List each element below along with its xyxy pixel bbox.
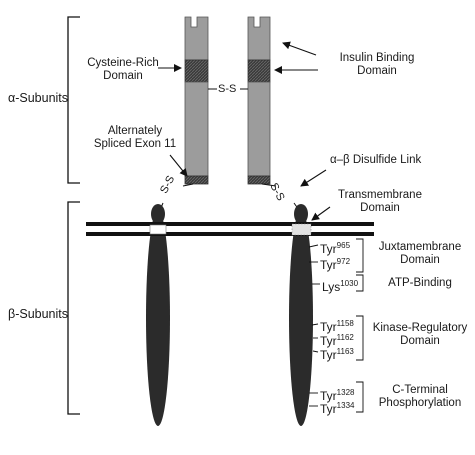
residue-number: 1158 — [336, 319, 354, 328]
residue-number: 1334 — [336, 401, 355, 410]
alt-spliced-label: Alternately Spliced Exon 11 — [80, 125, 190, 151]
residue-name: Tyr — [320, 348, 337, 362]
residue-number: 1163 — [336, 347, 354, 356]
arrow-disulfide-link — [300, 169, 327, 187]
residue-label: Tyr1163 — [320, 346, 354, 361]
alpha-subunits-label: α-Subunits — [8, 91, 69, 105]
residue-number: 965 — [336, 241, 351, 250]
cysteine-rich-line1: Cysteine-Rich — [87, 57, 159, 69]
kinase-regulatory-line1: Kinase-Regulatory — [372, 322, 468, 334]
residue-label: Tyr965 — [320, 240, 350, 255]
residue-label: Tyr1162 — [320, 332, 354, 347]
insulin-binding-line1: Insulin Binding — [339, 52, 415, 64]
bracket-juxtamembrane — [356, 238, 364, 273]
cysteine-rich-label: Cysteine-Rich Domain — [82, 57, 164, 83]
residue-name: Tyr — [320, 242, 337, 256]
kinase-regulatory-label: Kinase-Regulatory Domain — [367, 322, 473, 348]
insulin-binding-line2: Domain — [357, 65, 397, 77]
atp-binding-label: ATP-Binding — [388, 277, 452, 289]
exon11-left — [184, 175, 209, 185]
cys-domain-right — [247, 59, 271, 83]
cysteine-rich-line2: Domain — [103, 70, 143, 82]
transmembrane-line2: Domain — [360, 202, 400, 214]
residue-label: Tyr1328 — [320, 387, 354, 402]
residue-name: Tyr — [320, 334, 337, 348]
alt-spliced-line2: Spliced Exon 11 — [93, 138, 177, 150]
residue-name: Tyr — [320, 320, 337, 334]
residue-number: 1030 — [340, 279, 359, 288]
membrane — [86, 222, 374, 236]
tm-segment-right — [291, 223, 312, 236]
residue-number: 972 — [336, 257, 351, 266]
bracket-cterminal — [356, 381, 364, 413]
residue-label: Tyr1334 — [320, 400, 354, 415]
transmembrane-line1: Transmembrane — [338, 189, 422, 201]
alpha-bracket — [67, 16, 80, 184]
residue-label: Tyr1158 — [320, 318, 354, 333]
residue-name: Tyr — [320, 402, 337, 416]
c-terminal-line1: C-Terminal — [392, 384, 448, 396]
residue-number: 1162 — [336, 333, 354, 342]
arrow-insulin-binding — [282, 41, 317, 56]
cys-domain-left — [184, 59, 209, 83]
alpha-chain-right — [247, 16, 271, 185]
bracket-atp — [356, 274, 364, 292]
juxtamembrane-line1: Juxtamembrane — [378, 241, 462, 253]
residue-name: Lys — [322, 280, 341, 294]
exon11-right — [247, 175, 271, 185]
transmembrane-label: Transmembrane Domain — [330, 189, 430, 215]
disulfide-link-label: α–β Disulfide Link — [330, 154, 422, 166]
alt-spliced-line1: Alternately — [107, 125, 163, 137]
residue-name: Tyr — [320, 389, 337, 403]
c-terminal-label: C-Terminal Phosphorylation — [367, 384, 473, 410]
beta-chain-left — [146, 210, 170, 426]
beta-subunits-label: β-Subunits — [8, 307, 68, 321]
tm-segment-left — [149, 224, 167, 235]
juxtamembrane-label: Juxtamembrane Domain — [370, 241, 470, 267]
residue-label: Tyr972 — [320, 256, 350, 271]
bracket-kinase — [356, 315, 364, 361]
beta-bracket — [67, 201, 80, 415]
kinase-regulatory-line2: Domain — [400, 335, 440, 347]
residue-name: Tyr — [320, 258, 337, 272]
residue-label: Lys1030 — [322, 278, 358, 293]
beta-chain-right — [289, 210, 313, 426]
juxtamembrane-line2: Domain — [400, 254, 440, 266]
arrow-exon11 — [169, 154, 188, 177]
c-terminal-line2: Phosphorylation — [378, 397, 462, 409]
alpha-chain-left — [184, 16, 209, 185]
arrow-transmembrane — [311, 206, 331, 221]
insulin-binding-label: Insulin Binding Domain — [322, 52, 432, 78]
residue-number: 1328 — [336, 388, 355, 397]
alpha-alpha-bond: S-S — [218, 83, 237, 95]
